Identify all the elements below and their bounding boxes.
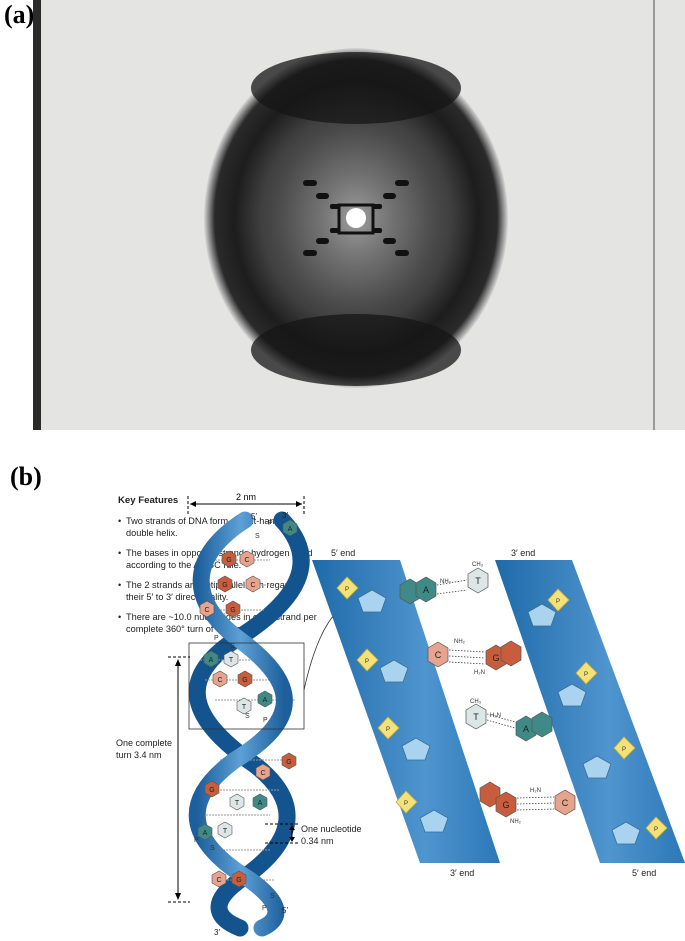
nucleotide-label-1: One nucleotide (301, 824, 362, 834)
svg-text:S: S (255, 533, 260, 540)
svg-text:C: C (562, 798, 569, 808)
svg-text:3′: 3′ (282, 511, 288, 520)
svg-text:NH₂: NH₂ (454, 639, 466, 645)
detail-end-labels: 5′ end 3′ end 3′ end 5′ end (331, 548, 656, 878)
sugar-rings (357, 589, 641, 845)
svg-text:5′ end: 5′ end (632, 868, 656, 878)
feature-item: Two strands of DNA form a right-handed d… (118, 516, 318, 540)
width-dimension: 2 nm (187, 492, 305, 516)
svg-text:G: G (286, 759, 291, 766)
svg-text:5′: 5′ (282, 906, 288, 915)
svg-text:C: C (244, 557, 249, 564)
svg-text:NH₂: NH₂ (440, 579, 452, 585)
helix-end-labels: 5′ 3′ 3′ 5′ (214, 511, 288, 937)
svg-text:G: G (209, 787, 214, 794)
svg-text:H₂N: H₂N (530, 788, 541, 794)
svg-text:S: S (270, 893, 275, 900)
right-strand-backbone (495, 560, 685, 863)
svg-text:G: G (230, 607, 235, 614)
svg-text:5′ end: 5′ end (331, 548, 355, 558)
chemical-group-labels: CH₃ NH₂ NH₂ H₂N H₂N CH₃ H₂N NH₂ (440, 562, 541, 825)
svg-text:G: G (236, 877, 241, 884)
svg-text:G: G (226, 557, 231, 564)
detail-base-letters: A T C G T A G C (423, 576, 569, 810)
svg-text:P: P (654, 827, 658, 833)
detail-base-pairs (399, 567, 576, 818)
beam-stop (346, 208, 366, 228)
phosphate-groups (336, 576, 668, 840)
svg-text:C: C (204, 607, 209, 614)
svg-text:C: C (250, 582, 255, 589)
svg-text:A: A (209, 657, 214, 664)
svg-text:T: T (229, 657, 234, 664)
svg-text:H₂N: H₂N (474, 670, 485, 676)
phosphate-letters: P P P P P P P P (345, 587, 658, 833)
detail-box (188, 642, 305, 730)
svg-text:NH₂: NH₂ (510, 819, 522, 825)
svg-text:A: A (258, 800, 263, 807)
turn-label-2: turn 3.4 nm (116, 750, 162, 760)
svg-text:C: C (216, 877, 221, 884)
svg-text:T: T (473, 712, 479, 722)
svg-text:A: A (523, 724, 529, 734)
svg-text:S: S (245, 713, 250, 720)
svg-text:A: A (423, 585, 429, 595)
svg-text:T: T (242, 704, 247, 711)
svg-text:P: P (268, 520, 273, 527)
svg-text:H₂N: H₂N (490, 713, 501, 719)
svg-text:P: P (214, 635, 219, 642)
helix-bases (197, 519, 298, 888)
svg-text:S: S (230, 643, 235, 650)
svg-text:3′ end: 3′ end (511, 548, 535, 558)
svg-text:P: P (556, 599, 560, 605)
helix-strand-front (188, 511, 293, 937)
molecular-detail: P P P P P P P P (312, 548, 685, 878)
svg-text:C: C (260, 770, 265, 777)
svg-text:3′: 3′ (214, 928, 220, 937)
helix-base-letters: A G C G C C G A T C G A T G C G T A A T C G (203, 526, 293, 884)
panel-a-label: (a) (4, 0, 35, 29)
panel-b-label: (b) (10, 462, 42, 491)
svg-text:P: P (194, 837, 199, 844)
left-strand-backbone (312, 560, 500, 863)
svg-text:CH₃: CH₃ (472, 562, 484, 568)
svg-text:CH₃: CH₃ (470, 699, 482, 705)
hydrogen-bonds (436, 579, 555, 811)
key-features-title: Key Features (118, 495, 179, 506)
svg-text:P: P (622, 747, 626, 753)
svg-text:P: P (345, 587, 349, 593)
svg-text:A: A (203, 830, 208, 837)
dna-helix-diagram: 2 nm (112, 492, 685, 937)
svg-text:G: G (242, 677, 247, 684)
turn-label-1: One complete (116, 738, 172, 748)
nucleotide-label-2: 0.34 nm (301, 836, 334, 846)
width-label: 2 nm (236, 492, 256, 502)
diffraction-spots (303, 180, 409, 256)
svg-text:A: A (263, 697, 268, 704)
svg-text:G: G (222, 582, 227, 589)
xray-diffraction-photo (33, 0, 685, 430)
svg-text:G: G (492, 653, 499, 663)
svg-text:P: P (263, 717, 268, 724)
turn-dimension: One complete turn 3.4 nm (112, 656, 190, 903)
svg-text:P: P (386, 727, 390, 733)
svg-text:C: C (217, 677, 222, 684)
svg-text:A: A (288, 526, 293, 533)
svg-text:3′ end: 3′ end (450, 868, 474, 878)
svg-text:5′: 5′ (251, 512, 257, 521)
svg-text:G: G (502, 800, 509, 810)
svg-text:C: C (435, 650, 442, 660)
svg-text:P: P (404, 801, 408, 807)
svg-text:P: P (584, 672, 588, 678)
svg-text:P: P (262, 905, 267, 912)
svg-text:P: P (365, 659, 369, 665)
backbone-letters: P S P S P S P S P S (194, 520, 275, 912)
svg-text:S: S (210, 845, 215, 852)
svg-text:T: T (223, 828, 228, 835)
nucleotide-dimension: One nucleotide 0.34 nm (265, 823, 362, 846)
svg-text:T: T (475, 576, 481, 586)
svg-text:T: T (235, 800, 240, 807)
